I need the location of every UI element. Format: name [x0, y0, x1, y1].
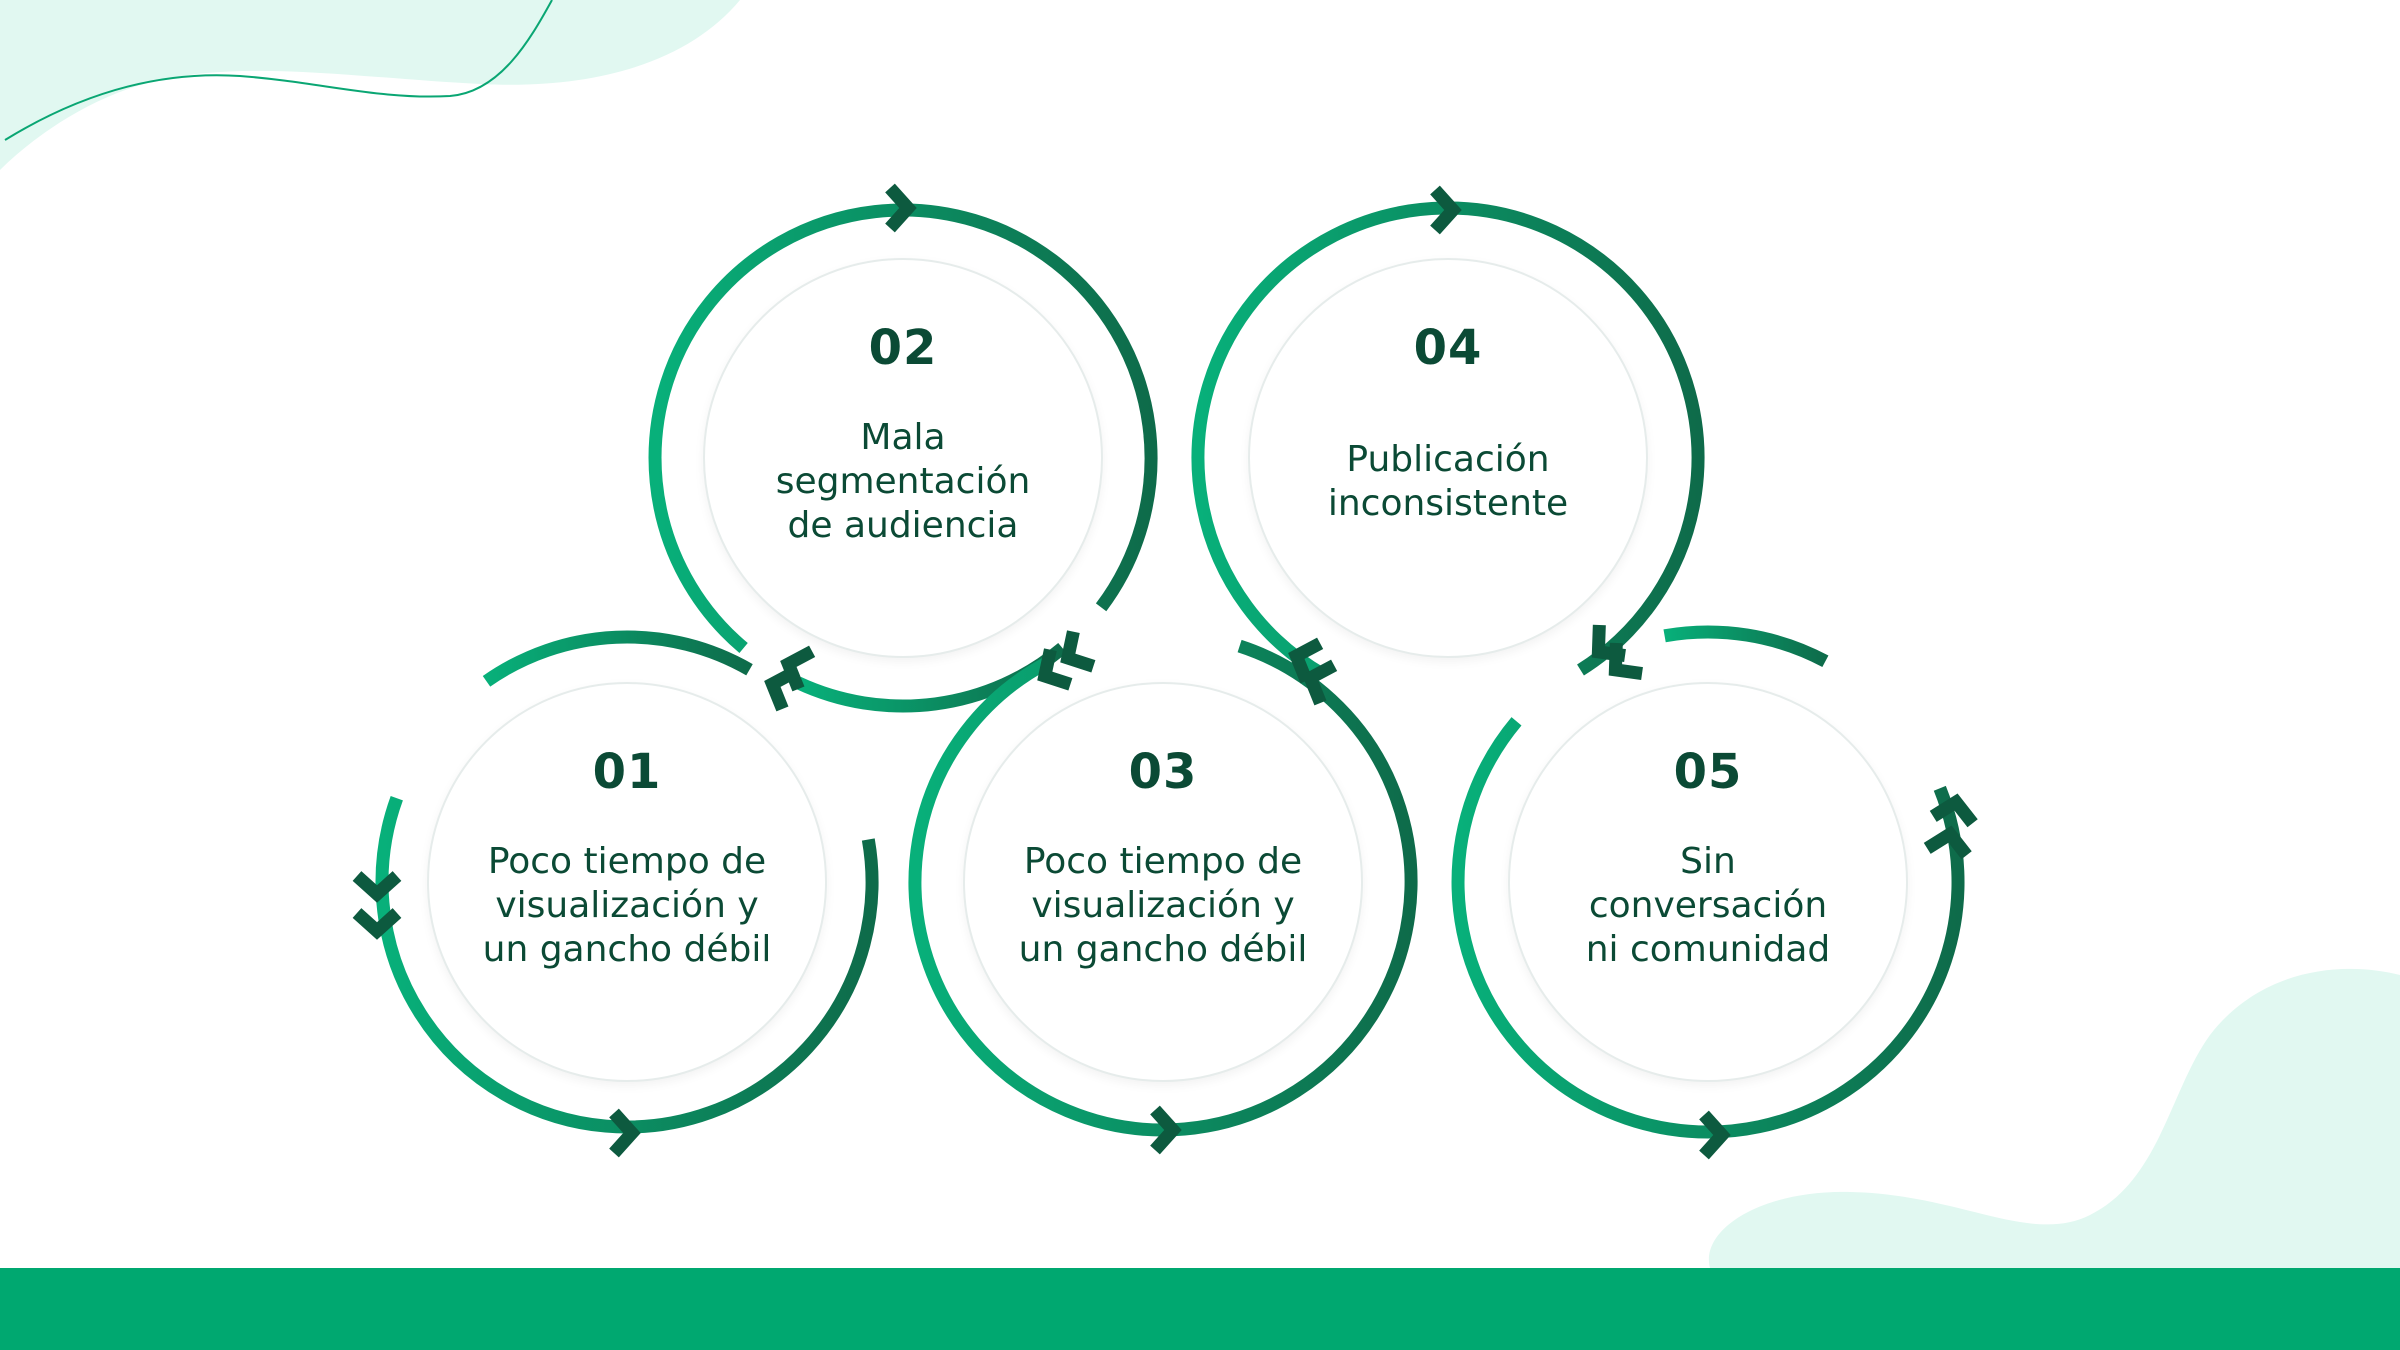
step-label-line: Sin	[1680, 841, 1736, 882]
step-label-line: inconsistente	[1327, 483, 1569, 524]
bottom-right-blob	[1708, 968, 2400, 1268]
step-number: 05	[1673, 744, 1743, 800]
step-number: 04	[1413, 320, 1483, 376]
bottom-accent-bar	[0, 1268, 2400, 1350]
chevron-arrow-icon	[1608, 642, 1643, 681]
chevron-arrow-icon	[1302, 659, 1338, 706]
step-label-line: visualización y	[495, 885, 759, 926]
step-number: 02	[868, 320, 938, 376]
step-number: 01	[592, 744, 662, 800]
step-label-line: Publicación	[1346, 439, 1550, 480]
top-left-blob	[0, 0, 740, 170]
step-label-line: segmentación	[775, 461, 1031, 502]
ring-arc-5	[1451, 717, 1965, 1139]
chevron-arrow-icon	[352, 871, 402, 903]
chevron-arrow-icon	[1430, 185, 1462, 235]
chevron-arrow-icon	[1037, 648, 1073, 691]
chevron-arrow-icon	[885, 183, 917, 233]
chevron-arrow-icon	[1923, 825, 1972, 860]
ring-arc-1	[375, 795, 879, 1134]
step-label-line: un gancho débil	[482, 929, 772, 970]
step-label-line: conversación	[1588, 885, 1828, 926]
ring-arc-5	[1663, 625, 1829, 668]
top-left-wave-line	[4, 0, 553, 141]
chevron-arrow-icon	[352, 908, 402, 940]
step-label-line: Poco tiempo de	[487, 841, 767, 882]
step-label-line: Mala	[860, 417, 946, 458]
cycle-arrow-rings	[352, 183, 1978, 1160]
step-label-line: Poco tiempo de	[1023, 841, 1303, 882]
chevron-arrow-icon	[764, 665, 800, 712]
ring-arc-2	[648, 203, 1158, 653]
ring-arc-3	[908, 639, 1418, 1137]
chevron-arrow-icon	[1060, 630, 1096, 673]
step-label-line: ni comunidad	[1585, 929, 1831, 970]
chevron-arrow-icon	[1150, 1105, 1182, 1155]
chevron-arrow-icon	[1929, 793, 1978, 828]
chevron-arrow-icon	[1699, 1110, 1731, 1160]
chevron-arrow-icon	[609, 1108, 641, 1158]
chevron-arrow-icon	[780, 645, 816, 692]
step-label-line: un gancho débil	[1018, 929, 1308, 970]
step-number: 03	[1128, 744, 1198, 800]
ring-arc-1	[482, 630, 753, 687]
chevron-arrow-icon	[1288, 637, 1324, 684]
step-label-line: de audiencia	[787, 505, 1019, 546]
step-label-line: visualización y	[1031, 885, 1295, 926]
